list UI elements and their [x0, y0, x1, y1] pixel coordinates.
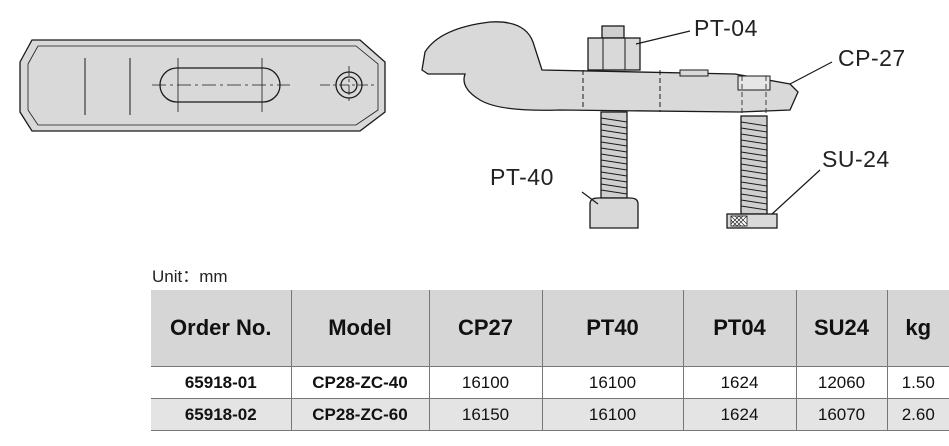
kg-cell: 2.60 [886, 398, 949, 431]
callout-su24: SU-24 [822, 146, 890, 172]
su24-cell: 12060 [795, 366, 887, 399]
screw-su24 [726, 115, 778, 229]
callout-pt04: PT-04 [694, 15, 758, 41]
header-model: Model [290, 290, 429, 367]
pt40-cell: 16100 [541, 366, 683, 399]
header-pt04: PT04 [682, 290, 796, 367]
pt04-cell: 1624 [682, 366, 796, 399]
table-header-row: Order No. Model CP27 PT40 PT04 SU24 kg [151, 290, 949, 367]
header-kg: kg [886, 290, 949, 367]
kg-cell: 1.50 [886, 366, 949, 399]
clamp-side-view [421, 21, 833, 229]
header-order-no: Order No. [151, 290, 291, 367]
leader-lines [581, 30, 833, 215]
order-no-cell: 65918-02 [151, 398, 291, 431]
clamp-technical-drawing [19, 21, 833, 229]
model-cell: CP28-ZC-60 [290, 398, 429, 431]
pt04-cell: 1624 [682, 398, 796, 431]
table-row: 65918-02 CP28-ZC-60 16150 16100 1624 160… [151, 398, 949, 431]
header-cp27: CP27 [428, 290, 542, 367]
order-table: Order No. Model CP27 PT40 PT04 SU24 kg 6… [151, 290, 949, 431]
nut-pt04 [587, 25, 641, 71]
callout-cp27: CP-27 [838, 45, 906, 71]
model-cell: CP28-ZC-40 [290, 366, 429, 399]
table-row: 65918-01 CP28-ZC-40 16100 16100 1624 120… [151, 366, 949, 399]
header-su24: SU24 [795, 290, 887, 367]
su24-cell: 16070 [795, 398, 887, 431]
cp27-cell: 16150 [428, 398, 542, 431]
unit-label: Unit：mm [152, 267, 228, 286]
header-pt40: PT40 [541, 290, 683, 367]
clamp-top-view [19, 39, 386, 132]
callout-pt40: PT-40 [490, 164, 554, 190]
order-no-cell: 65918-01 [151, 366, 291, 399]
cp27-cell: 16100 [428, 366, 542, 399]
screw-pt40 [589, 111, 639, 229]
pt40-cell: 16100 [541, 398, 683, 431]
